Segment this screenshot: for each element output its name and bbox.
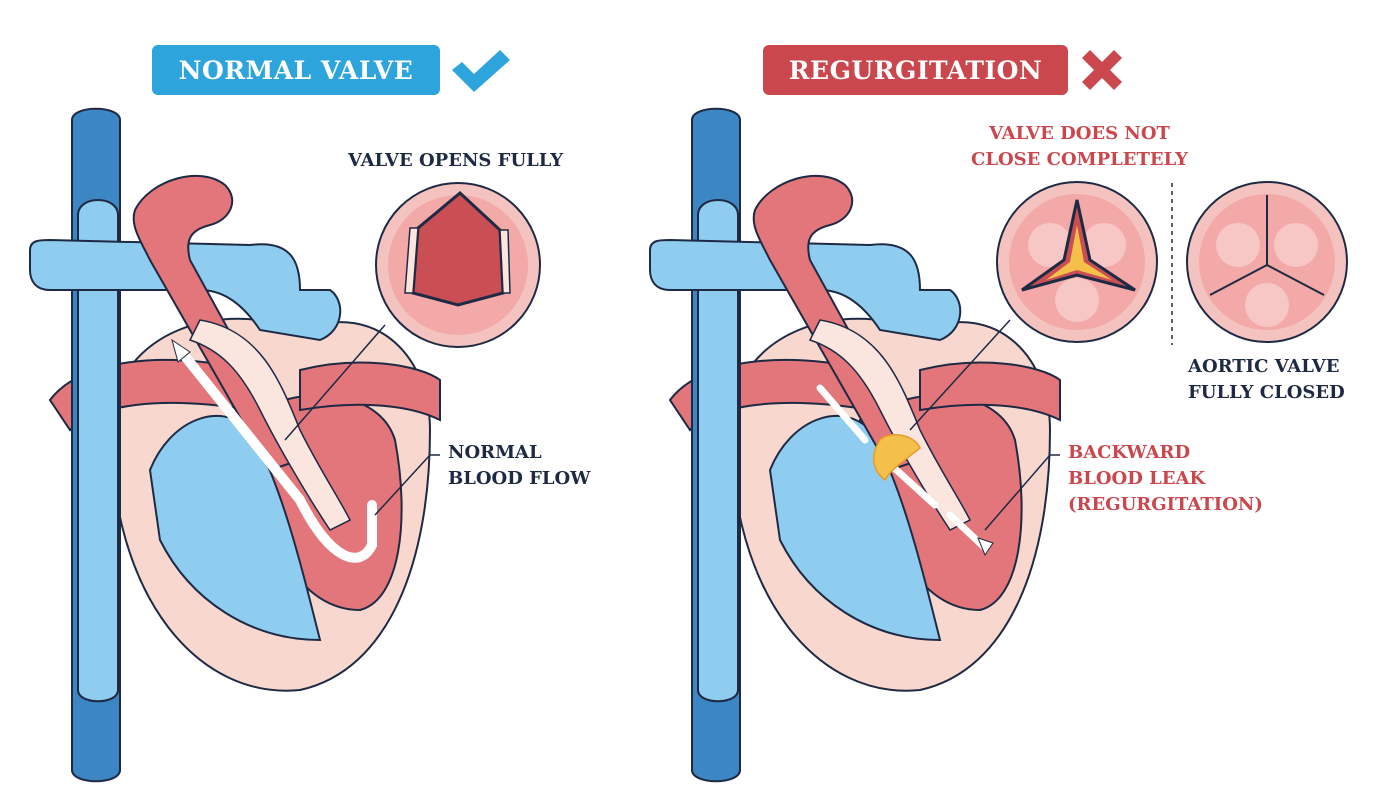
- aortic-valve-closed-label: AORTIC VALVE FULLY CLOSED: [1188, 356, 1345, 403]
- normal-heart-illustration: [29, 107, 441, 783]
- normal-flow-arrow: [175, 345, 377, 563]
- regurgitation-heart-illustration: [649, 107, 1061, 783]
- check-icon: [452, 50, 510, 92]
- valve-not-close-label: VALVE DOES NOT CLOSE COMPLETELY: [971, 123, 1188, 170]
- leak-highlight: [873, 433, 921, 482]
- regurgitation-title: REGURGITATION: [788, 55, 1043, 85]
- cross-icon: [1082, 50, 1122, 90]
- closed-valve-icon: [1186, 181, 1348, 343]
- normal-valve-title: NORMAL VALVE: [178, 55, 414, 85]
- incomplete-valve-icon: [996, 181, 1158, 343]
- normal-flow-label: NORMAL BLOOD FLOW: [448, 442, 591, 489]
- open-valve-icon: [375, 182, 541, 348]
- normal-valve-badge: NORMAL VALVE: [152, 45, 440, 95]
- valve-opens-label: VALVE OPENS FULLY: [348, 150, 564, 171]
- regurgitation-badge: REGURGITATION: [763, 45, 1068, 95]
- backward-leak-label: BACKWARD BLOOD LEAK (REGURGITATION): [1068, 442, 1263, 515]
